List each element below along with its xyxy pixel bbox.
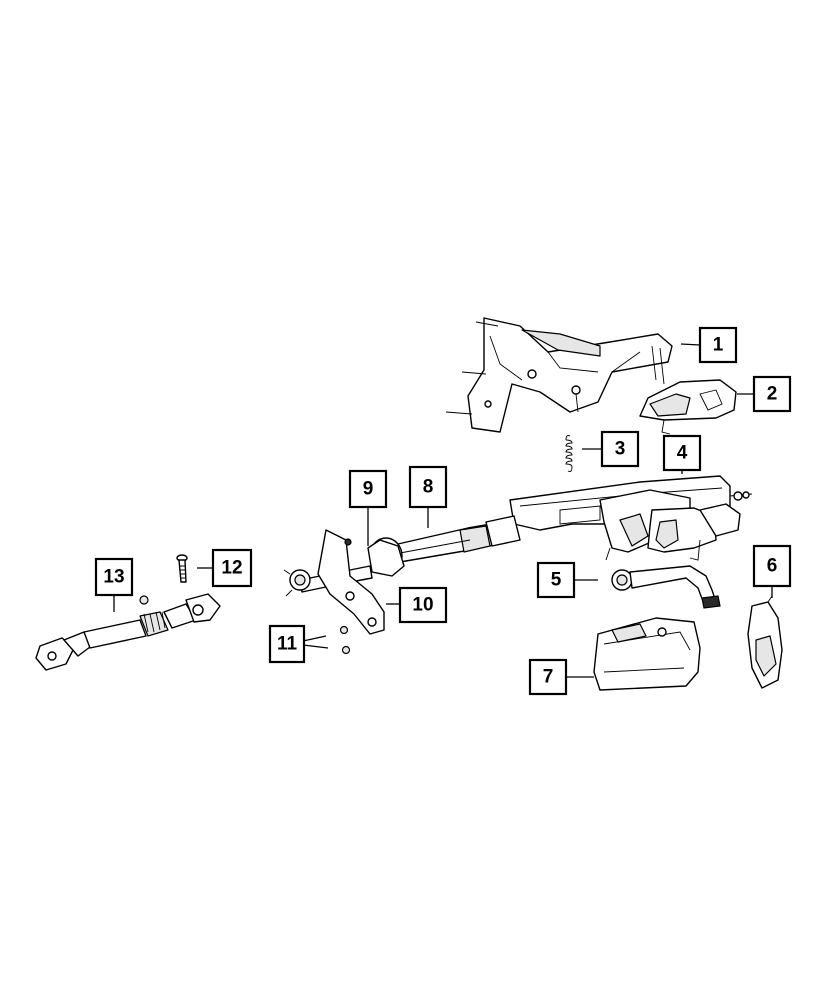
callout-label: 4 <box>677 443 688 464</box>
callout-9: 9 <box>348 469 388 509</box>
callout-1: 1 <box>698 326 738 364</box>
callout-10: 10 <box>398 586 448 624</box>
part-6-trim <box>747 595 783 689</box>
callout-7: 7 <box>528 658 568 696</box>
callout-label: 7 <box>543 667 554 688</box>
callout-6: 6 <box>752 544 792 588</box>
callout-3: 3 <box>600 430 640 468</box>
callout-4: 4 <box>662 434 702 472</box>
leader-lines <box>113 343 773 678</box>
part-9-bearing-ring <box>367 537 405 577</box>
callout-label: 8 <box>423 477 434 498</box>
part-3-spring <box>565 435 573 472</box>
callout-label: 10 <box>412 595 433 616</box>
callout-2: 2 <box>752 375 792 413</box>
callout-label: 9 <box>363 479 374 500</box>
part-5-release-lever <box>611 565 721 609</box>
part-7-lower-shroud <box>593 617 701 691</box>
callout-label: 1 <box>713 335 724 356</box>
callout-label: 13 <box>103 567 124 588</box>
callout-label: 5 <box>551 570 562 591</box>
part-11-nuts <box>339 625 351 655</box>
callout-label: 6 <box>767 556 778 577</box>
callout-label: 11 <box>277 634 298 655</box>
callout-11: 11 <box>268 624 306 664</box>
part-10-mount-plate <box>283 529 385 635</box>
callout-13: 13 <box>94 557 134 597</box>
callout-label: 12 <box>221 558 242 579</box>
part-2-shroud-cover <box>639 379 737 435</box>
callout-label: 2 <box>767 384 778 405</box>
part-1-column-bracket <box>445 317 673 433</box>
part-8-shaft-tube <box>397 515 521 563</box>
callout-label: 3 <box>615 439 626 460</box>
part-4-column-assembly <box>509 475 753 561</box>
part-13-intermediate-shaft <box>35 593 221 671</box>
callout-5: 5 <box>536 561 576 599</box>
part-12-bolt <box>176 554 188 583</box>
callout-8: 8 <box>408 465 448 509</box>
callout-12: 12 <box>211 548 253 588</box>
